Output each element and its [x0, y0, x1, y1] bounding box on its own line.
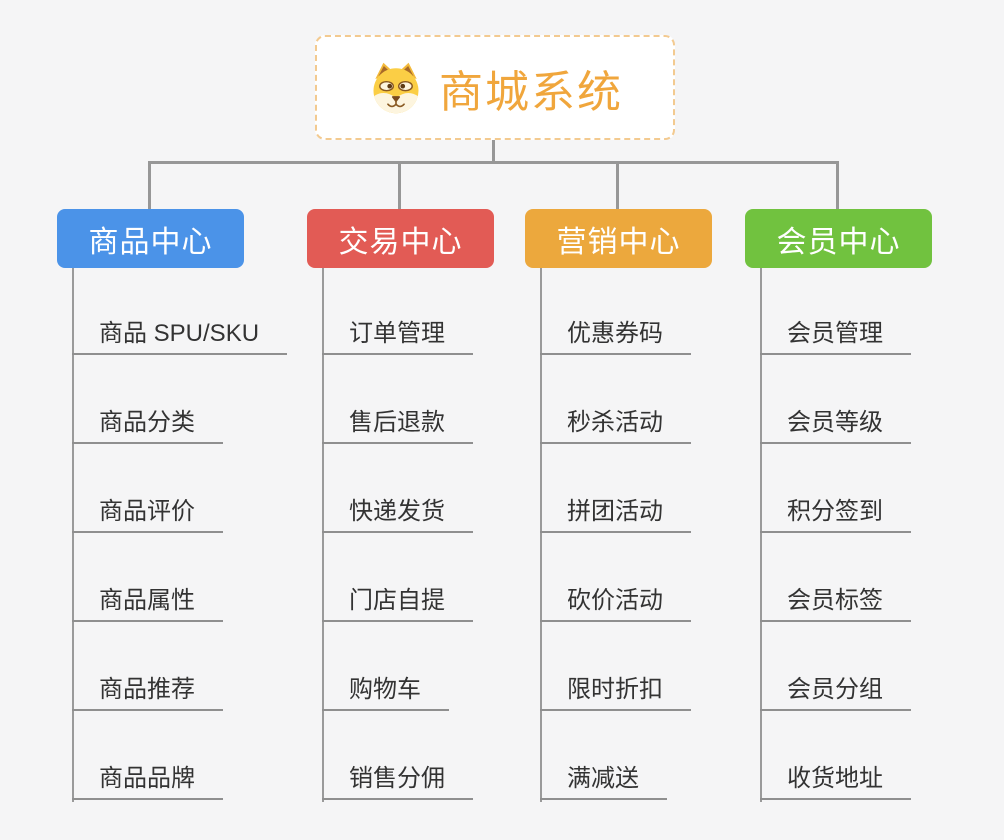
connector-drop-branch-1: [148, 161, 151, 210]
leaf-member-group[interactable]: 会员分组: [760, 673, 911, 711]
leaf-product-attribute[interactable]: 商品属性: [72, 584, 223, 622]
leaf-order-management[interactable]: 订单管理: [322, 317, 473, 355]
connector-drop-branch-3: [616, 161, 619, 210]
leaf-member-management[interactable]: 会员管理: [760, 317, 911, 355]
leaf-store-pickup[interactable]: 门店自提: [322, 584, 473, 622]
connector-drop-branch-2: [398, 161, 401, 210]
branch-header-trade-center[interactable]: 交易中心: [307, 209, 494, 268]
leaf-member-tag[interactable]: 会员标签: [760, 584, 911, 622]
branch-header-marketing-center[interactable]: 营销中心: [525, 209, 712, 268]
branch-header-member-center[interactable]: 会员中心: [745, 209, 932, 268]
leaf-points-checkin[interactable]: 积分签到: [760, 495, 911, 533]
spine-branch-1: [72, 267, 74, 802]
root-node[interactable]: 商城系统: [315, 35, 675, 140]
dog-face-icon: [373, 62, 419, 113]
spine-branch-2: [322, 267, 324, 802]
leaf-product-recommend[interactable]: 商品推荐: [72, 673, 223, 711]
leaf-shopping-cart[interactable]: 购物车: [322, 673, 449, 711]
leaf-bargain-activity[interactable]: 砍价活动: [540, 584, 691, 622]
leaf-group-buy[interactable]: 拼团活动: [540, 495, 691, 533]
branch-header-product-center[interactable]: 商品中心: [57, 209, 244, 268]
leaf-product-brand[interactable]: 商品品牌: [72, 762, 223, 800]
leaf-product-review[interactable]: 商品评价: [72, 495, 223, 533]
leaf-flash-sale[interactable]: 秒杀活动: [540, 406, 691, 444]
leaf-product-category[interactable]: 商品分类: [72, 406, 223, 444]
spine-branch-3: [540, 267, 542, 802]
leaf-express-delivery[interactable]: 快递发货: [322, 495, 473, 533]
leaf-product-spu-sku[interactable]: 商品 SPU/SKU: [72, 317, 288, 355]
connector-bus: [148, 161, 839, 164]
leaf-limited-discount[interactable]: 限时折扣: [540, 673, 691, 711]
connector-drop-branch-4: [836, 161, 839, 210]
leaf-shipping-address[interactable]: 收货地址: [760, 762, 911, 800]
leaf-aftersale-refund[interactable]: 售后退款: [322, 406, 473, 444]
connector-root-stub: [492, 138, 495, 164]
leaf-coupon-code[interactable]: 优惠券码: [540, 317, 691, 355]
leaf-full-reduction[interactable]: 满减送: [540, 762, 667, 800]
root-title: 商城系统: [439, 67, 623, 117]
leaf-sales-commission[interactable]: 销售分佣: [322, 762, 473, 800]
leaf-member-level[interactable]: 会员等级: [760, 406, 911, 444]
spine-branch-4: [760, 267, 762, 802]
